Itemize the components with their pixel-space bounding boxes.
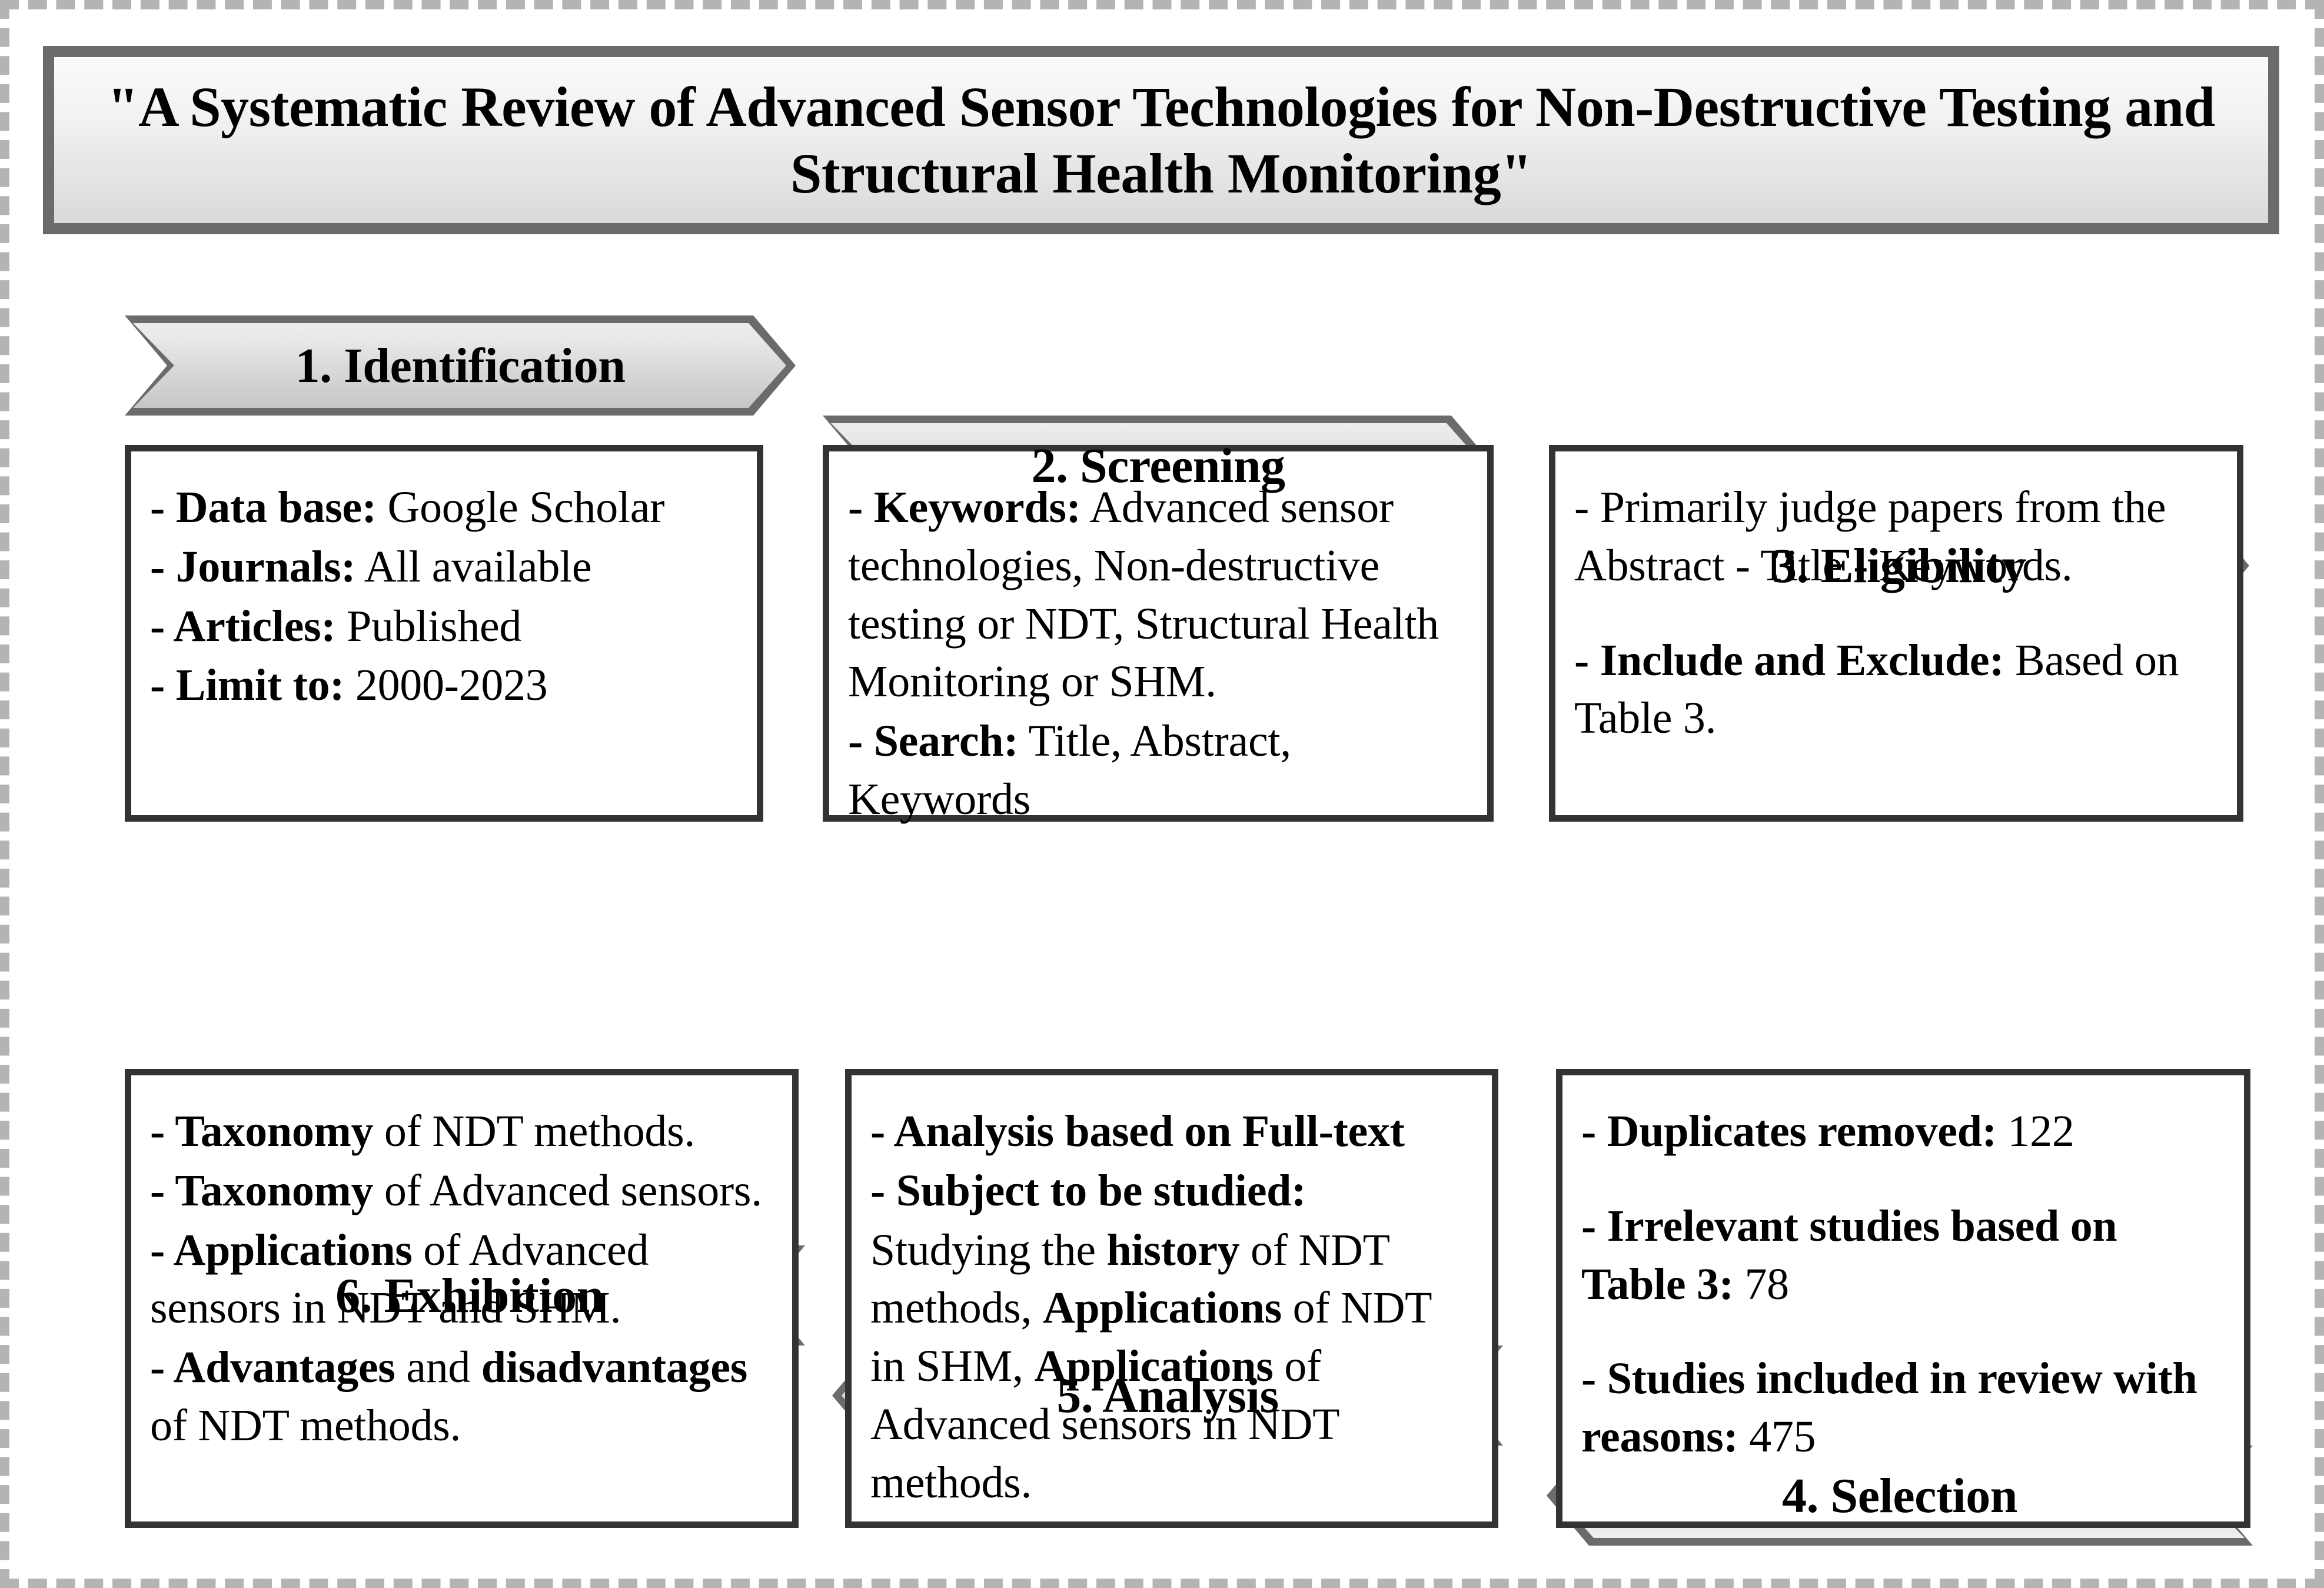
item-value-3: of NDT in SHM, bbox=[870, 1283, 1431, 1391]
item-label-2: disadvantages bbox=[481, 1343, 748, 1393]
item-value: Title, Abstract, Keywords bbox=[848, 716, 1291, 824]
stage-header-label: 5. Analysis bbox=[1056, 1368, 1279, 1423]
item-value: 2000-2023 bbox=[344, 660, 548, 710]
item-value: - Primarily judge papers from the Abstra… bbox=[1574, 483, 2166, 590]
stage-header-label: 2. Screening bbox=[1031, 438, 1285, 493]
item-label: - Irrelevant studies based on Table 3: bbox=[1581, 1201, 2117, 1309]
list-item: - Keywords: Advanced sensor technologies… bbox=[848, 479, 1472, 711]
page-title: "A Systematic Review of Advanced Sensor … bbox=[107, 75, 2215, 205]
list-item: - Studies included in review with reason… bbox=[1581, 1350, 2229, 1466]
item-label: - Duplicates removed: bbox=[1581, 1107, 1997, 1156]
item-value: Based on Table 3. bbox=[1574, 635, 2179, 743]
item-label: - Advantages bbox=[150, 1343, 395, 1393]
list-item: - Duplicates removed: 122 bbox=[1581, 1102, 2229, 1161]
stage-content-exhibition: - Taxonomy of NDT methods. - Taxonomy of… bbox=[125, 1069, 799, 1528]
item-label: - Analysis based on Full-text bbox=[870, 1107, 1405, 1156]
stage-content-analysis: - Analysis based on Full-text - Subject … bbox=[845, 1069, 1498, 1528]
item-label: - Articles: bbox=[150, 601, 336, 651]
stage-content-selection: - Duplicates removed: 122 - Irrelevant s… bbox=[1556, 1069, 2250, 1528]
list-item: - Primarily judge papers from the Abstra… bbox=[1574, 479, 2222, 595]
item-label: - Subject to be studied: bbox=[870, 1165, 1306, 1215]
stage-header-label: 1. Identification bbox=[295, 338, 626, 393]
stage-content-identification: - Data base: Google Scholar - Journals: … bbox=[125, 445, 763, 822]
item-label: - Applications bbox=[150, 1225, 413, 1275]
item-emph-2: Applications bbox=[1042, 1283, 1282, 1333]
item-value: 122 bbox=[1996, 1107, 2074, 1156]
item-value: Advanced sensor technologies, Non-destru… bbox=[848, 483, 1439, 707]
item-value: of Advanced sensors in NDT and SHM. bbox=[150, 1225, 649, 1333]
stage-content-screening: - Keywords: Advanced sensor technologies… bbox=[823, 445, 1494, 824]
item-label: - Search: bbox=[848, 716, 1019, 766]
item-label: - Studies included in review with reason… bbox=[1581, 1354, 2197, 1462]
list-item: - Articles: Published bbox=[150, 597, 742, 656]
list-item: - Irrelevant studies based on Table 3: 7… bbox=[1581, 1197, 2229, 1314]
stage-header-label: 6. Exhibition bbox=[335, 1268, 604, 1323]
item-label: - Journals: bbox=[150, 541, 356, 592]
item-label: - Limit to: bbox=[150, 660, 345, 710]
title-banner: "A Systematic Review of Advanced Sensor … bbox=[43, 46, 2279, 234]
stage-header-label: 4. Selection bbox=[1782, 1468, 2017, 1523]
list-item: - Analysis based on Full-text bbox=[870, 1102, 1477, 1161]
item-label: - Data base: bbox=[150, 483, 377, 532]
item-value: All available bbox=[355, 541, 592, 592]
stage-header-label: 3. Eligibility bbox=[1772, 538, 2026, 593]
item-value: 475 bbox=[1738, 1412, 1816, 1462]
item-label: - Include and Exclude: bbox=[1574, 635, 2004, 685]
list-item: - Applications of Advanced sensors in ND… bbox=[150, 1221, 777, 1338]
item-label: - Keywords: bbox=[848, 483, 1081, 532]
item-value-2: of NDT methods, bbox=[870, 1225, 1389, 1333]
item-value: Google Scholar bbox=[376, 483, 665, 532]
item-emph-1: history bbox=[1106, 1225, 1240, 1275]
item-value: of NDT methods. bbox=[373, 1107, 696, 1156]
list-item: - Search: Title, Abstract, Keywords bbox=[848, 712, 1472, 829]
list-item: - Include and Exclude: Based on Table 3. bbox=[1574, 632, 2222, 748]
item-value: of Advanced sensors. bbox=[373, 1165, 762, 1215]
item-value: Published bbox=[335, 601, 522, 651]
stage-content-eligibility: - Primarily judge papers from the Abstra… bbox=[1549, 445, 2243, 822]
list-item: - Data base: Google Scholar bbox=[150, 479, 742, 537]
list-item: - Taxonomy of Advanced sensors. bbox=[150, 1162, 777, 1220]
item-value: 78 bbox=[1733, 1259, 1789, 1309]
list-item: - Advantages and disadvantages of NDT me… bbox=[150, 1338, 777, 1455]
item-value-2: of NDT methods. bbox=[150, 1400, 461, 1450]
item-value: Studying the bbox=[870, 1225, 1107, 1275]
list-item: - Taxonomy of NDT methods. bbox=[150, 1102, 777, 1161]
item-label: - Taxonomy bbox=[150, 1107, 374, 1156]
item-label: - Taxonomy bbox=[150, 1165, 374, 1215]
list-item: - Journals: All available bbox=[150, 538, 742, 596]
list-item: Studying the history of NDT methods, App… bbox=[870, 1221, 1477, 1512]
chevron-fill bbox=[125, 315, 796, 416]
list-item: - Limit to: 2000-2023 bbox=[150, 656, 742, 715]
list-item: - Subject to be studied: bbox=[870, 1162, 1477, 1220]
stage-header-identification[interactable]: 1. Identification bbox=[125, 315, 796, 416]
item-value-4: of Advanced sensors in NDT methods. bbox=[870, 1341, 1339, 1507]
item-emph-3: Applications bbox=[1034, 1341, 1274, 1391]
item-value: and bbox=[395, 1343, 481, 1393]
